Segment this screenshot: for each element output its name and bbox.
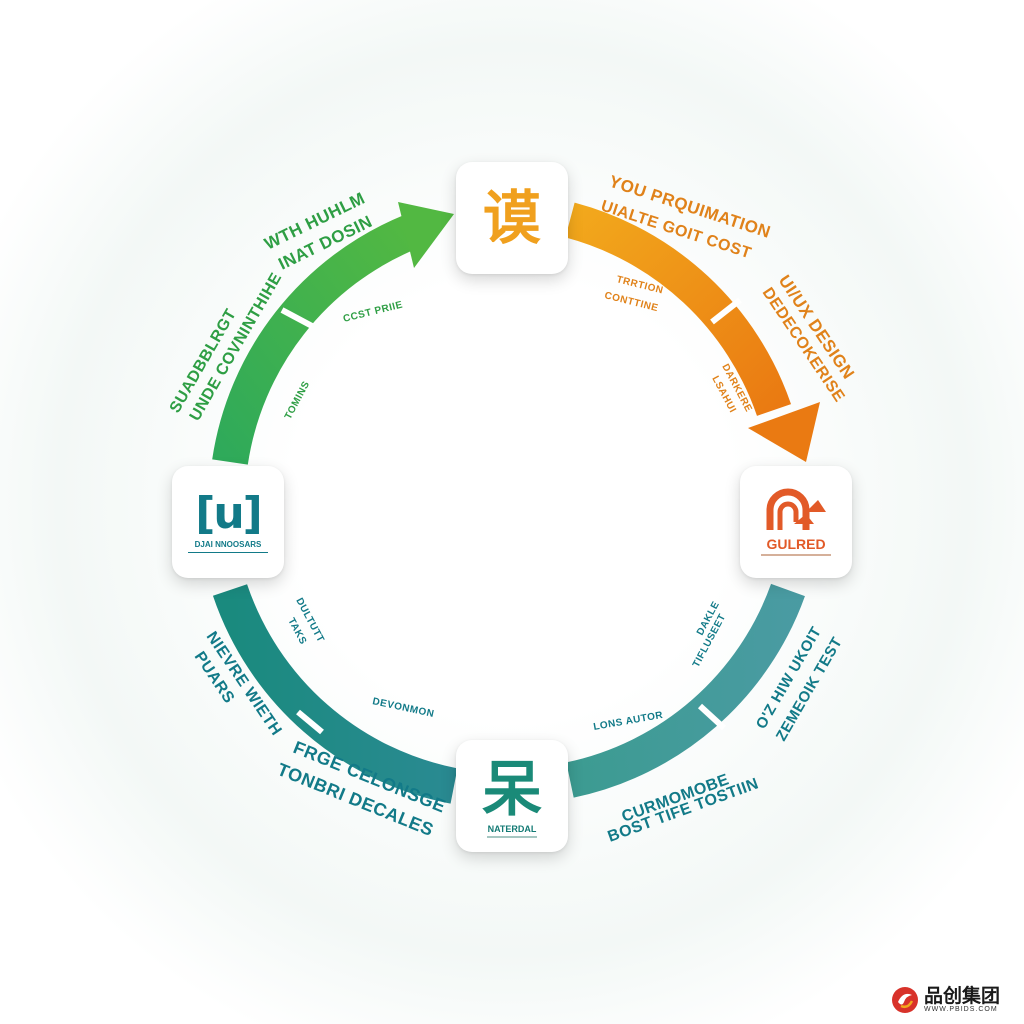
ring-gap bbox=[697, 703, 727, 731]
card-top-glyph: 谟 bbox=[482, 184, 541, 252]
ring-segment-right-lower bbox=[566, 583, 805, 798]
inner-label-bottom: DEVONMON bbox=[371, 696, 435, 720]
card-bottom-caption: NATERDAL bbox=[487, 824, 537, 834]
card-left-caption: DJAI NNOOSARS bbox=[194, 539, 262, 549]
house-arch-icon bbox=[766, 488, 826, 530]
arrowhead-green bbox=[398, 202, 454, 268]
ring-segment-bottom-left bbox=[212, 584, 458, 804]
card-bottom-subline bbox=[487, 836, 537, 838]
ring-gap bbox=[280, 307, 314, 329]
inner-label-top-left: CCST PRIIE bbox=[342, 299, 404, 324]
ring-segment-top-right bbox=[565, 202, 792, 416]
node-card-bottom: 呆 NATERDAL bbox=[456, 740, 568, 852]
arrowhead-orange bbox=[748, 402, 820, 462]
node-card-left: [u] DJAI NNOOSARS bbox=[172, 466, 284, 578]
card-left-rule bbox=[188, 551, 268, 553]
brand-url: WWW.PBIDS.COM bbox=[924, 1006, 998, 1013]
card-left-mark: [u] bbox=[195, 487, 263, 539]
card-bottom-glyph: 呆 bbox=[482, 755, 542, 825]
inner-label-top-right-2: CONTTINE bbox=[603, 290, 659, 314]
card-right-subline bbox=[761, 554, 831, 556]
brand-name: 品创集团 bbox=[924, 985, 1001, 1007]
ring-gap bbox=[710, 297, 742, 325]
brand-swirl-icon bbox=[892, 987, 918, 1013]
card-right-caption: GULRED bbox=[766, 536, 826, 552]
brand-logo: 品创集团 WWW.PBIDS.COM bbox=[890, 980, 1020, 1020]
ring-segment-left-upper bbox=[212, 215, 417, 465]
ring-gap bbox=[296, 709, 324, 735]
node-card-top: 谟 bbox=[456, 162, 568, 274]
node-card-right: GULRED bbox=[740, 466, 852, 578]
inner-label-left-upper: TOMINS bbox=[283, 379, 312, 421]
